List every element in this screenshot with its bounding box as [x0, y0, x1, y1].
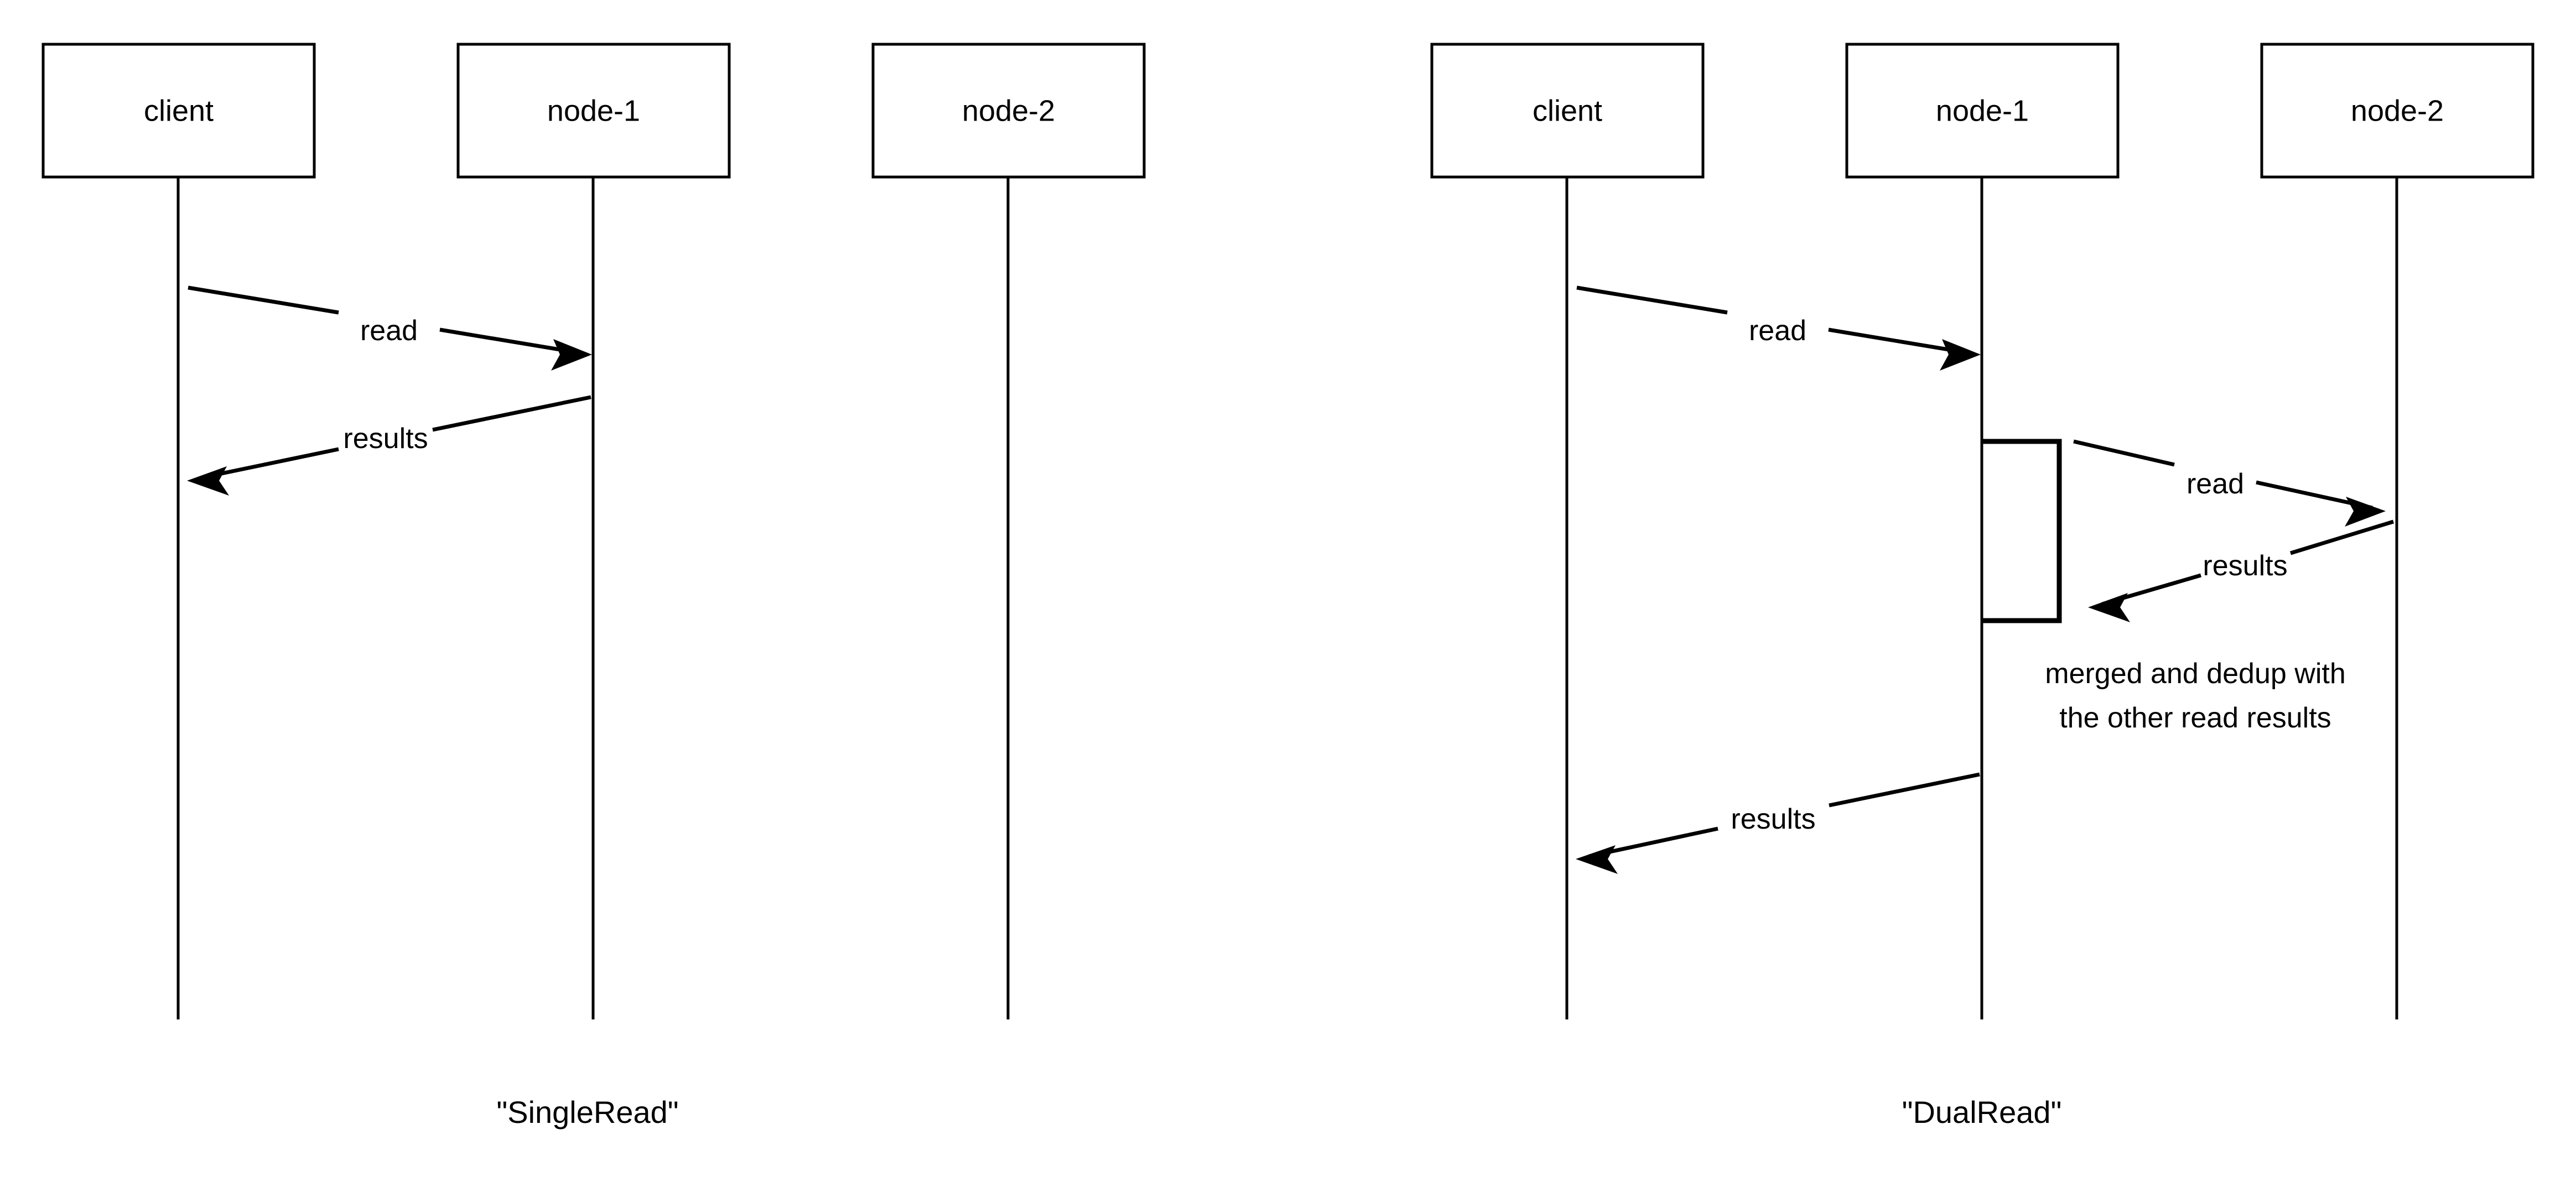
- message-results-node-1-to-client[interactable]: results: [187, 395, 591, 496]
- message-line: [2073, 439, 2175, 467]
- activation-bracket-node-1: [1982, 439, 2062, 623]
- message-line: [200, 447, 339, 480]
- arrowhead-right: [1940, 339, 1981, 371]
- message-line: [1828, 327, 1969, 355]
- panel-caption-dual-read: "DualRead": [1902, 1095, 2062, 1130]
- participant-box-node-1[interactable]: [456, 43, 731, 179]
- message-label-results: results: [343, 423, 428, 455]
- participant-label-node-1: node-1: [1936, 94, 2029, 127]
- message-results-node-2-to-node-1[interactable]: results: [2088, 519, 2395, 622]
- participant-box-client[interactable]: [41, 43, 316, 179]
- arrowhead-left: [1576, 845, 1618, 874]
- message-line: [439, 327, 580, 355]
- panel-caption-single-read: "SingleRead": [496, 1095, 678, 1130]
- participant-label-client: client: [144, 94, 214, 127]
- message-read-client-to-node-1[interactable]: read: [188, 285, 592, 371]
- message-label-results: results: [1731, 803, 1815, 835]
- participant-box-node-2[interactable]: [2260, 43, 2535, 179]
- message-label-read: read: [360, 315, 418, 347]
- participant-node-1[interactable]: node-1: [456, 43, 731, 1019]
- message-results-node-1-to-client[interactable]: results: [1576, 772, 1980, 874]
- message-line: [432, 395, 591, 432]
- message-line: [188, 285, 339, 315]
- participant-client[interactable]: client: [41, 43, 316, 1019]
- participant-node-2[interactable]: node-2: [871, 43, 1146, 1019]
- note-line-1: merged and dedup with: [2045, 658, 2346, 690]
- message-label-results: results: [2203, 550, 2287, 582]
- message-read-node-1-to-node-2[interactable]: read: [2073, 439, 2386, 527]
- message-line: [2289, 519, 2395, 555]
- arrowhead-right: [2345, 497, 2386, 527]
- arrowhead-left: [187, 466, 229, 496]
- participant-box-node-1[interactable]: [1845, 43, 2120, 179]
- arrowhead-left: [2088, 593, 2130, 622]
- message-label-read: read: [2187, 468, 2244, 500]
- panel-single-read: client node-1 node-2 read: [41, 43, 1146, 1130]
- arrowhead-right: [551, 339, 592, 371]
- participant-node-1[interactable]: node-1: [1845, 43, 2120, 1019]
- participant-label-node-1: node-1: [547, 94, 640, 127]
- message-line: [1829, 772, 1980, 808]
- message-read-client-to-node-1[interactable]: read: [1576, 285, 1981, 371]
- note-line-2: the other read results: [2059, 702, 2331, 734]
- message-line: [1576, 285, 1728, 315]
- note-merged-dedup: merged and dedup with the other read res…: [2045, 658, 2346, 734]
- participant-box-client[interactable]: [1430, 43, 1705, 179]
- participant-node-2[interactable]: node-2: [2260, 43, 2535, 1019]
- participant-box-node-2[interactable]: [871, 43, 1146, 179]
- panel-dual-read: client node-1 node-2 re: [1430, 43, 2535, 1130]
- participant-label-node-2: node-2: [2351, 94, 2444, 127]
- message-label-read: read: [1749, 315, 1806, 347]
- participant-label-client: client: [1533, 94, 1602, 127]
- participant-label-node-2: node-2: [962, 94, 1055, 127]
- participant-client[interactable]: client: [1430, 43, 1705, 1019]
